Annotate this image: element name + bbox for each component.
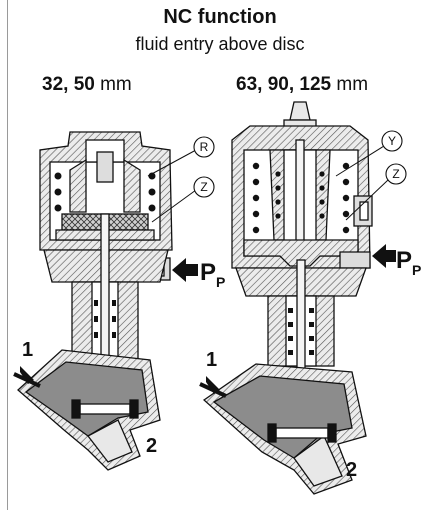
right-pilot-arrow: [372, 244, 396, 268]
left-callout-r: R: [147, 136, 215, 177]
left-valve: [17, 131, 173, 471]
right-callout-z: Z: [345, 163, 407, 221]
left-pilot-subscript: P: [216, 274, 225, 290]
right-valve: [202, 101, 373, 495]
right-port-out-label: 2: [346, 459, 357, 481]
size-label-left: 32, 50 mm: [42, 74, 132, 96]
page-subtitle: fluid entry above disc: [135, 34, 305, 54]
svg-text:Z: Z: [392, 167, 399, 181]
right-outlet-channel: [293, 435, 343, 487]
right-piston: [243, 239, 359, 267]
right-spring-outer: [252, 162, 350, 234]
left-port-in-label: 1: [22, 339, 33, 361]
size-unit-left: mm: [100, 74, 132, 95]
size-values-left: 32, 50: [42, 74, 95, 95]
left-port-out-label: 2: [146, 435, 157, 457]
left-disc: [79, 403, 131, 415]
left-pilot-label: P: [200, 259, 216, 286]
right-disc: [275, 427, 329, 439]
size-unit-right: mm: [336, 74, 369, 95]
size-values-right: 63, 90, 125: [236, 74, 332, 95]
left-spring-outer: [54, 172, 156, 212]
right-pilot-label: P: [396, 247, 412, 274]
page-title: NC function: [163, 6, 277, 28]
right-spring-inner: [275, 171, 325, 219]
size-label-right: 63, 90, 125 mm: [236, 74, 368, 96]
right-callout-y: Y: [335, 130, 403, 177]
right-port-in-label: 1: [206, 349, 217, 371]
right-top-tip: [289, 101, 311, 121]
left-callout-z: Z: [151, 176, 215, 223]
svg-text:Z: Z: [200, 180, 207, 194]
left-pilot-arrow: [172, 258, 198, 282]
svg-text:R: R: [200, 140, 209, 154]
svg-text:Y: Y: [388, 134, 396, 148]
left-outlet-channel: [87, 419, 133, 463]
right-pilot-subscript: P: [412, 262, 421, 278]
left-margin-rule: [7, 0, 8, 510]
